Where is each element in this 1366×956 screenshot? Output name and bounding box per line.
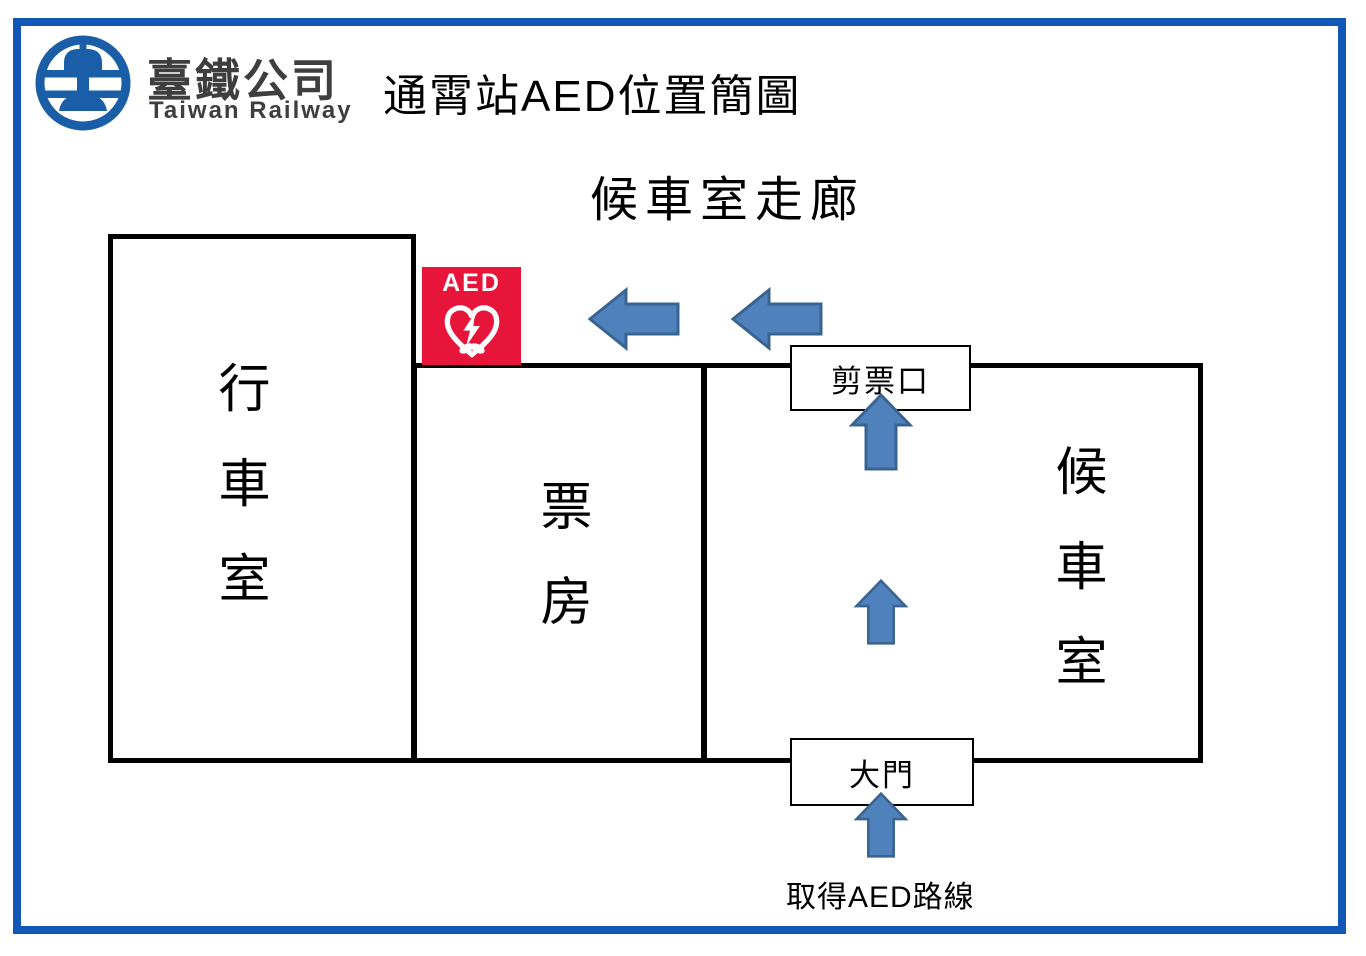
- company-name-zh: 臺鐵公司: [147, 55, 340, 106]
- room-ticket-office: 票房: [412, 363, 706, 763]
- page-title: 通霄站AED位置簡圖: [383, 72, 802, 121]
- taiwan-railway-logo-icon: [35, 35, 131, 131]
- page-border: [13, 18, 1346, 934]
- aed-sign: AED: [422, 267, 521, 365]
- room-operations-label: 行車室: [210, 361, 268, 646]
- room-waiting-room: 候車室: [702, 363, 1203, 763]
- aed-sign-label: AED: [442, 269, 501, 297]
- ticket-gate-label: 剪票口: [831, 363, 930, 399]
- route-caption: 取得AED路線: [786, 881, 975, 914]
- corridor-label: 候車室走廊: [590, 174, 866, 227]
- company-name-en: Taiwan Railway: [149, 97, 353, 124]
- room-waiting-room-label: 候車室: [1047, 444, 1105, 729]
- arrow-left-icon: [588, 287, 680, 351]
- aed-heart-lightning-icon: [444, 305, 499, 358]
- main-gate-label: 大門: [849, 757, 915, 793]
- arrow-left-icon: [731, 287, 823, 351]
- room-operations: 行車室: [108, 234, 416, 763]
- room-ticket-office-label: 票房: [532, 479, 590, 669]
- arrow-up-icon: [853, 579, 909, 645]
- arrow-up-icon: [853, 792, 909, 858]
- arrow-up-icon: [849, 393, 913, 471]
